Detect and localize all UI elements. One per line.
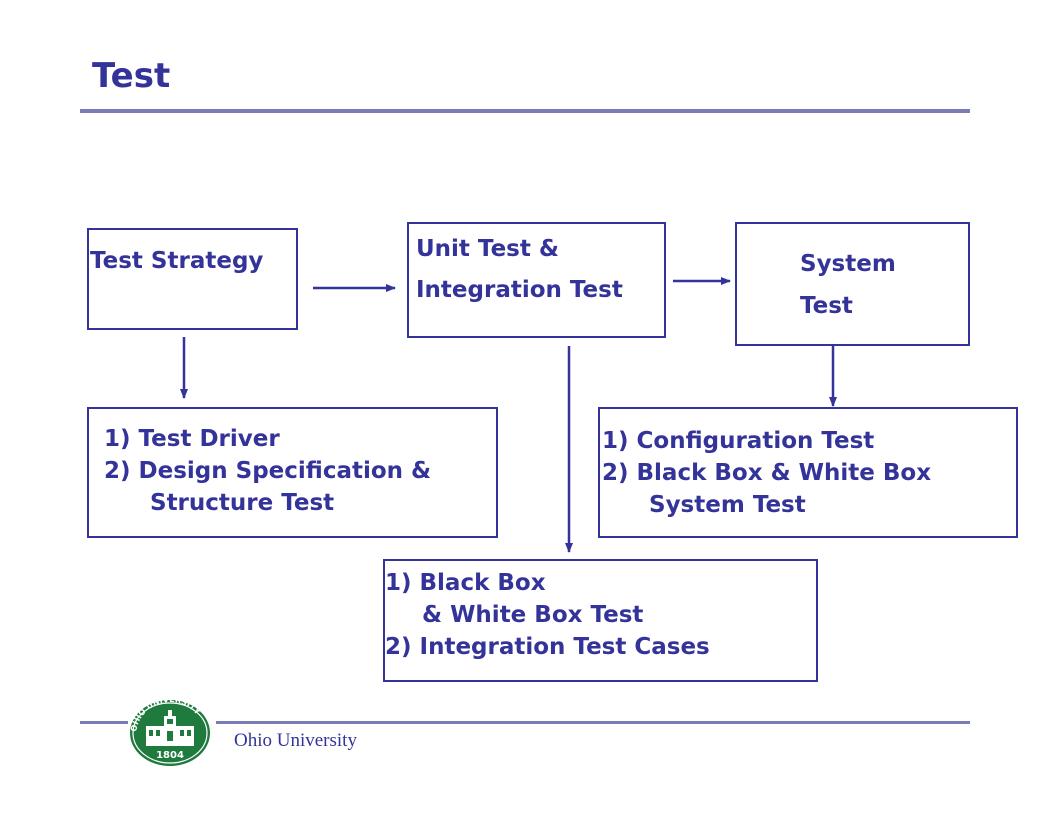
system-test-label-line1: System xyxy=(800,251,896,277)
test-strategy-box xyxy=(87,228,298,330)
system-detail-box xyxy=(598,407,1018,538)
test-strategy-label: Test Strategy xyxy=(90,248,264,274)
unit-test-label-line2: Integration Test xyxy=(416,277,623,303)
strategy-detail-line2: 2) Design Specification & xyxy=(104,458,432,484)
system-detail-line2: 2) Black Box & White Box xyxy=(602,460,932,486)
system-test-label-line2: Test xyxy=(800,293,853,319)
strategy-detail-line1: 1) Test Driver xyxy=(104,426,280,452)
unit-test-label-line1: Unit Test & xyxy=(416,236,559,262)
footer-divider-right xyxy=(216,721,970,724)
system-test-box xyxy=(735,222,970,346)
system-detail-line3: System Test xyxy=(649,492,806,518)
unit-detail-line3: 2) Integration Test Cases xyxy=(385,634,710,660)
ohio-university-seal-logo: OHIO UNIVERSITY 1804 xyxy=(129,696,210,766)
unit-detail-line2: & White Box Test xyxy=(422,602,644,628)
strategy-detail-box xyxy=(87,407,498,538)
unit-detail-line1: 1) Black Box xyxy=(385,570,546,596)
footer-text: Ohio University xyxy=(234,730,357,751)
unit-detail-box xyxy=(383,559,818,682)
slide-title: Test xyxy=(92,56,171,96)
footer-divider-left xyxy=(80,721,128,724)
svg-text:1804: 1804 xyxy=(156,750,184,761)
title-divider xyxy=(80,109,970,113)
unit-test-box xyxy=(407,222,666,338)
system-detail-line1: 1) Configuration Test xyxy=(602,428,875,454)
strategy-detail-line3: Structure Test xyxy=(150,490,335,516)
